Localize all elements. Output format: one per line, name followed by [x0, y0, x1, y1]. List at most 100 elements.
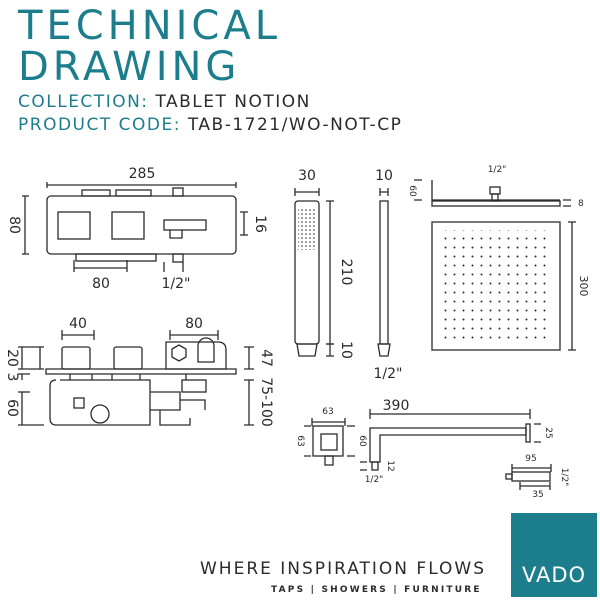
- shower-arm-drawing: [360, 409, 541, 471]
- section-port: [90, 404, 110, 424]
- dim-line-head-depth: [563, 199, 571, 207]
- technical-drawing: 285 80 16 80 1/2" 30 210 10 10 1/2" 300 …: [4, 165, 590, 500]
- arm-inlet: [371, 461, 379, 471]
- product-code-label: PRODUCT CODE:: [18, 115, 181, 135]
- valve-front-view: [22, 182, 248, 272]
- label-handset-width: 30: [298, 168, 316, 184]
- label-side-plate: 3: [4, 373, 20, 382]
- section-port-square: [73, 397, 85, 409]
- section-handle-left: [61, 346, 91, 370]
- label-elbow-height: 63: [295, 435, 305, 446]
- section-outlet-hex: [171, 344, 187, 362]
- dim-line-head-top: [414, 179, 422, 201]
- flange-body: [511, 471, 551, 482]
- holder-connector: [377, 343, 391, 357]
- label-elbow-width: 63: [322, 407, 333, 417]
- handset-drawing: [294, 188, 334, 357]
- vado-logo-text: VADO: [521, 563, 587, 587]
- valve-faceplate: [46, 195, 237, 255]
- valve-handle-right: [111, 211, 145, 240]
- dim-line-handset-base: [326, 343, 334, 357]
- section-handle-right: [113, 346, 143, 370]
- dim-line-35: [519, 482, 551, 490]
- dim-line-47: [244, 346, 254, 370]
- label-flange-inlet: 1/2": [559, 468, 569, 487]
- dim-line-285: [46, 182, 237, 188]
- title-drawing: DRAWING: [18, 44, 241, 90]
- vado-logo: VADO: [511, 513, 597, 597]
- dim-line-3: [18, 373, 30, 380]
- label-head-inlet: 1/2": [488, 165, 507, 175]
- dim-line-30: [294, 188, 320, 196]
- head-face: [431, 221, 561, 351]
- label-side-body: 60: [4, 399, 20, 417]
- label-side-handle-height: 20: [4, 349, 20, 367]
- label-valve-depth: 16: [252, 215, 268, 233]
- wall-elbow-drawing: [304, 418, 355, 466]
- tagline: WHERE INSPIRATION FLOWS: [200, 559, 487, 579]
- holder-body: [379, 200, 389, 345]
- dim-line-20: [18, 346, 44, 370]
- dim-line-75-100: [244, 379, 254, 426]
- label-flange-depth: 35: [532, 490, 543, 500]
- label-side-projection: 47: [258, 349, 274, 367]
- dim-line-63-height: [304, 425, 311, 457]
- dim-line-300: [568, 221, 576, 351]
- arm-flange: [525, 423, 531, 443]
- label-elbow-depth: 60: [357, 435, 367, 447]
- collection-line: COLLECTION: TABLET NOTION: [18, 92, 311, 112]
- label-arm-inlet: 1/2": [365, 475, 384, 485]
- label-arm-length: 390: [383, 398, 410, 414]
- label-handset-length: 210: [338, 259, 354, 286]
- dim-line-arm-inlet: [360, 461, 367, 471]
- valve-diverter-body: [169, 230, 183, 239]
- label-valve-centres: 80: [92, 276, 110, 292]
- subtag: TAPS | SHOWERS | FURNITURE: [271, 585, 482, 595]
- section-pipework: [150, 391, 206, 426]
- dim-line-elbow-depth: [347, 425, 355, 457]
- valve-top-notch-right: [115, 189, 152, 197]
- dim-line-outlet: [163, 262, 184, 272]
- dim-line-390: [369, 409, 531, 419]
- dim-line-80-vertical: [22, 195, 29, 255]
- section-body: [49, 379, 151, 426]
- valve-section-view: [18, 330, 254, 426]
- dim-line-16: [240, 211, 248, 236]
- elbow-inner: [320, 433, 338, 451]
- section-outlet-block: [165, 341, 227, 370]
- arm-tube: [369, 427, 527, 463]
- label-arm-height: 25: [543, 427, 553, 438]
- elbow-plate: [312, 425, 344, 457]
- dim-line-60: [18, 391, 44, 426]
- valve-top-notch-left: [81, 189, 111, 197]
- product-code-value: TAB-1721/WO-NOT-CP: [187, 115, 403, 135]
- collection-label: COLLECTION:: [18, 92, 149, 112]
- label-holder-width: 10: [375, 168, 393, 184]
- dim-line-63-width: [311, 418, 346, 426]
- holder-drawing: [377, 188, 391, 357]
- label-valve-outlet: 1/2": [162, 276, 191, 292]
- wall-flange-drawing: [505, 464, 552, 490]
- label-side-range: 75-100: [258, 377, 274, 427]
- dim-line-80-horizontal: [73, 260, 128, 272]
- title-technical: TECHNICAL: [18, 3, 282, 49]
- section-top-fitting: [181, 379, 207, 393]
- valve-bottom-block: [75, 253, 157, 262]
- elbow-inlet: [324, 455, 334, 466]
- dim-line-arm-height: [534, 423, 541, 443]
- label-valve-width: 285: [129, 166, 156, 182]
- label-holder-outlet: 1/2": [374, 366, 403, 382]
- head-inlet-top: [489, 186, 501, 195]
- label-flange-width: 95: [525, 454, 536, 464]
- head-top-outline: [431, 180, 560, 201]
- handset-spray-face: [298, 208, 316, 250]
- dim-line-210: [326, 200, 334, 345]
- flange-inlet: [505, 473, 513, 480]
- section-plate: [45, 368, 237, 375]
- label-arm-inlet-depth: 12: [385, 460, 395, 471]
- head-plate-side: [431, 200, 561, 207]
- label-head-size: 300: [577, 276, 590, 297]
- collection-value: TABLET NOTION: [155, 92, 311, 112]
- section-holder-ring: [197, 337, 215, 363]
- valve-bottom-fitting: [172, 253, 184, 263]
